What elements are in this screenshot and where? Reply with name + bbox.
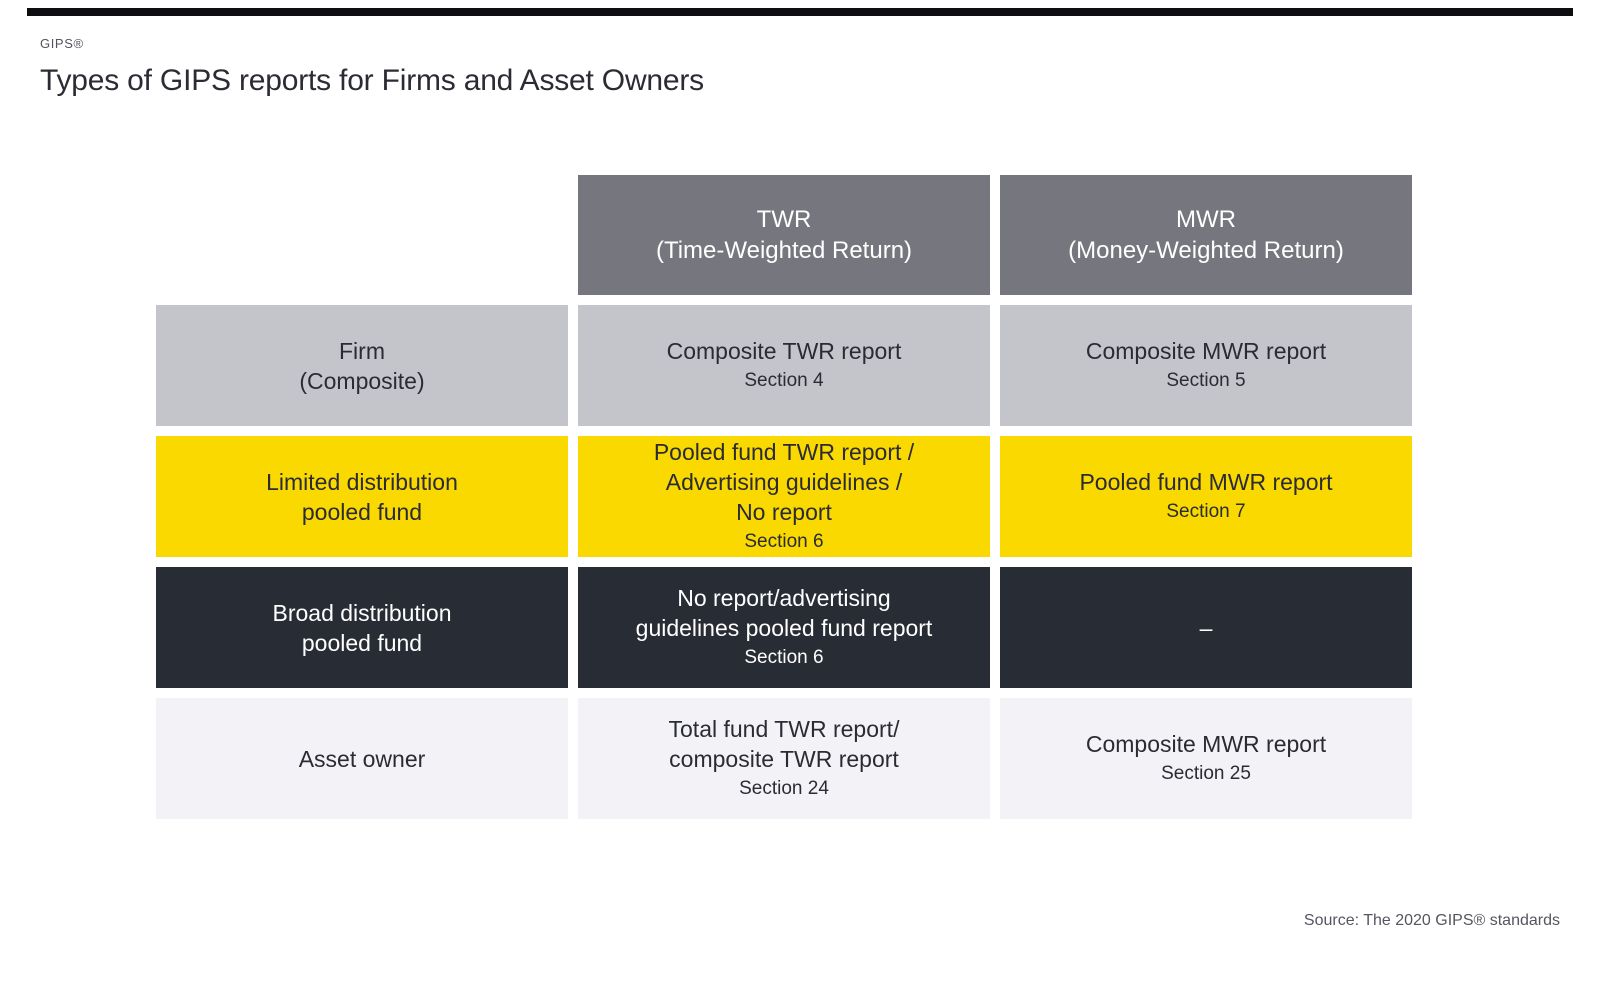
figure-header: GIPS® Types of GIPS reports for Firms an… [40, 36, 704, 98]
cell-section-ref: Section 4 [744, 369, 824, 391]
corner-spacer-cell [156, 175, 568, 295]
gips-brand-label: GIPS® [40, 36, 84, 51]
cell-text: – [1199, 614, 1213, 641]
cell-section-ref: Section 6 [744, 530, 824, 552]
cell-text: Composite TWR report [666, 337, 902, 364]
source-attribution: Source: The 2020 GIPS® standards [1303, 912, 1560, 929]
cell-asset-owner-twr: Total fund TWR report/ composite TWR rep… [578, 698, 990, 819]
cell-section-ref: Section 6 [744, 646, 824, 668]
cell-section-ref: Section 25 [1161, 762, 1251, 784]
cell-limited-twr: Pooled fund TWR report / Advertising gui… [578, 436, 990, 557]
row-header-label: Limited distribution pooled fund [266, 468, 458, 525]
cell-asset-owner-mwr: Composite MWR report Section 25 [1000, 698, 1412, 819]
column-header-twr-label: TWR (Time-Weighted Return) [655, 206, 913, 264]
cell-text: Pooled fund MWR report [1079, 468, 1333, 495]
cell-text: No report/advertising guidelines pooled … [635, 584, 933, 641]
cell-text: Composite MWR report [1085, 337, 1327, 364]
row-header-asset-owner: Asset owner [156, 698, 568, 819]
column-header-mwr-label: MWR (Money-Weighted Return) [1068, 206, 1344, 264]
cell-firm-twr: Composite TWR report Section 4 [578, 305, 990, 426]
page-title: Types of GIPS reports for Firms and Asse… [40, 64, 704, 97]
row-header-label: Firm (Composite) [299, 337, 425, 394]
top-rule-bar [27, 8, 1573, 16]
cell-text: Composite MWR report [1085, 730, 1327, 757]
cell-text: Total fund TWR report/ composite TWR rep… [668, 715, 900, 772]
report-matrix: TWR (Time-Weighted Return) MWR (Money-We… [156, 175, 1412, 819]
cell-firm-mwr: Composite MWR report Section 5 [1000, 305, 1412, 426]
cell-broad-twr: No report/advertising guidelines pooled … [578, 567, 990, 688]
row-header-limited-distribution: Limited distribution pooled fund [156, 436, 568, 557]
cell-text: Pooled fund TWR report / Advertising gui… [653, 438, 915, 525]
cell-section-ref: Section 5 [1166, 369, 1246, 391]
cell-limited-mwr: Pooled fund MWR report Section 7 [1000, 436, 1412, 557]
cell-section-ref: Section 24 [739, 777, 829, 799]
row-header-label: Broad distribution pooled fund [272, 599, 452, 656]
cell-section-ref: Section 7 [1166, 500, 1246, 522]
cell-broad-mwr-dash: – [1000, 567, 1412, 688]
row-header-firm-composite: Firm (Composite) [156, 305, 568, 426]
row-header-label: Asset owner [298, 745, 426, 772]
column-header-mwr: MWR (Money-Weighted Return) [1000, 175, 1412, 295]
row-header-broad-distribution: Broad distribution pooled fund [156, 567, 568, 688]
column-header-twr: TWR (Time-Weighted Return) [578, 175, 990, 295]
